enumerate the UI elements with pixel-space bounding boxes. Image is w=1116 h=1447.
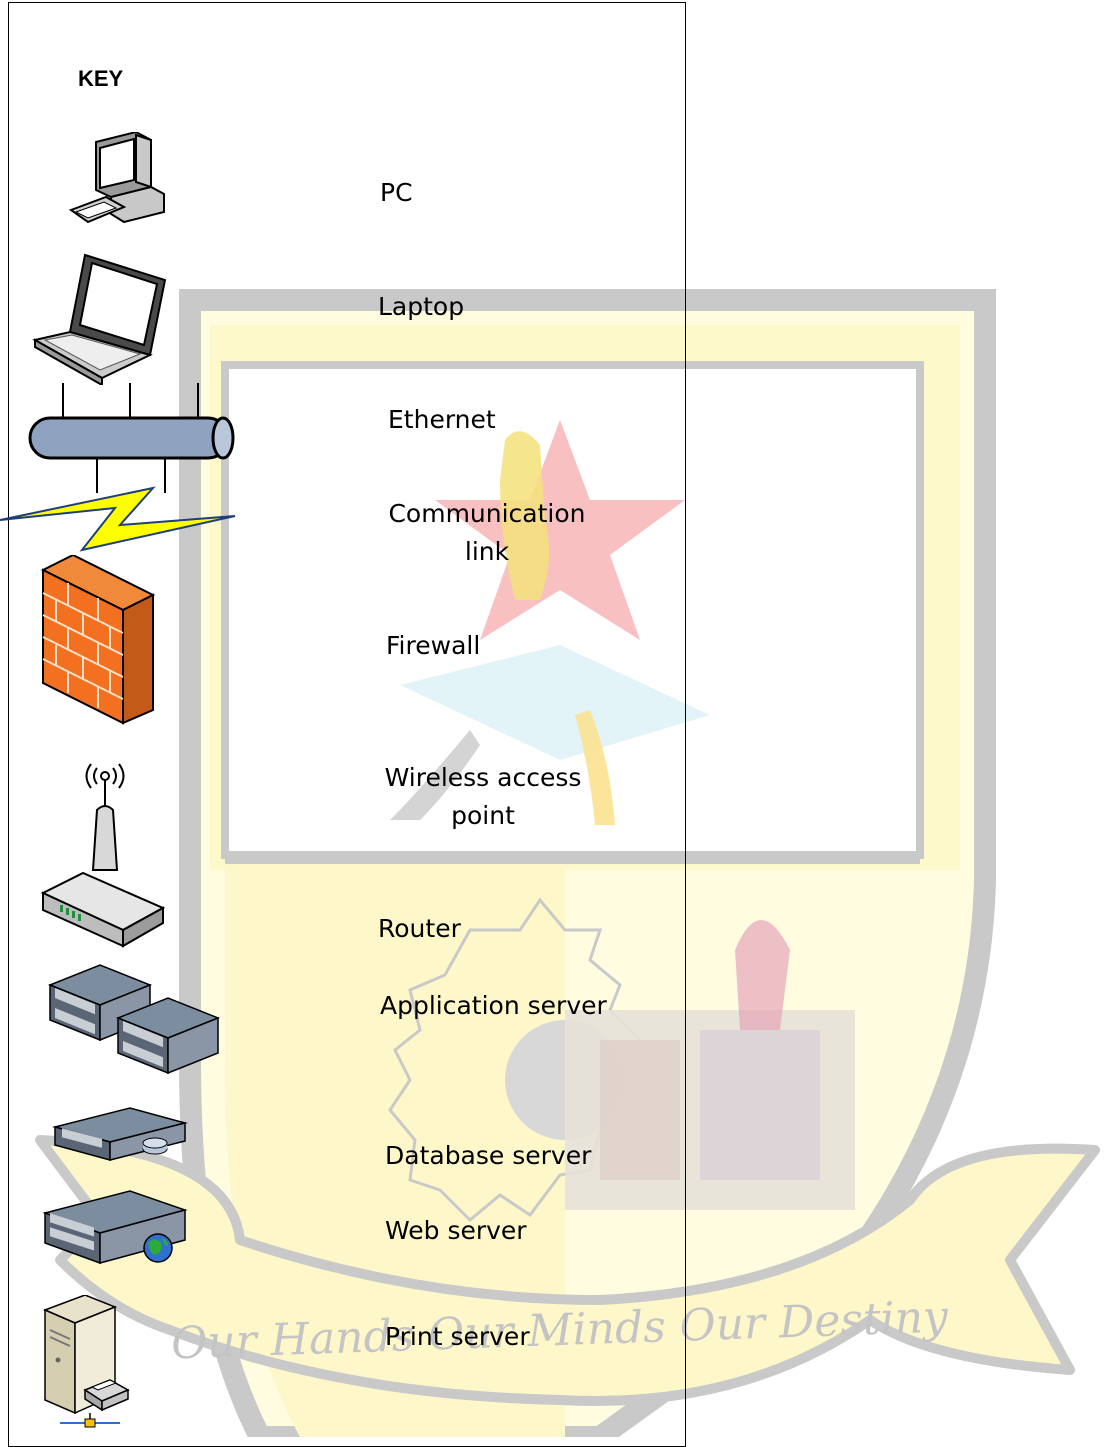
- wireless-access-point-line2: point: [451, 801, 515, 830]
- legend-label-firewall: Firewall: [386, 631, 481, 660]
- legend-label-web-server: Web server: [385, 1216, 527, 1245]
- legend-label-print-server: Print server: [385, 1322, 530, 1351]
- legend-label-ethernet: Ethernet: [388, 405, 496, 434]
- star-shape: [435, 420, 685, 640]
- key-title: KEY: [78, 66, 124, 91]
- bird-shape: [500, 431, 549, 600]
- graduation-cap-shape: [400, 645, 710, 760]
- legend-label-wireless-access-point: Wireless access point: [368, 759, 598, 835]
- legend-label-laptop: Laptop: [378, 292, 465, 321]
- legend-label-communication-link: Communication link: [372, 495, 602, 571]
- print-server-icon: [42, 1295, 130, 1428]
- pc-icon: [68, 132, 165, 224]
- communication-link-line2: link: [464, 537, 510, 566]
- legend-label-application-server: Application server: [380, 991, 607, 1020]
- wireless-access-point-line1: Wireless access: [384, 763, 582, 792]
- router-icon: [40, 871, 166, 948]
- web-server-icon: [42, 1190, 188, 1265]
- communication-link-line1: Communication: [388, 499, 586, 528]
- application-server-icon: [47, 964, 221, 1075]
- database-server-icon: [52, 1107, 188, 1161]
- firewall-icon: [40, 555, 156, 725]
- legend-label-pc: PC: [380, 178, 413, 207]
- legend-label-router: Router: [378, 914, 461, 943]
- ethernet-icon: [28, 383, 235, 493]
- motto-ribbon: [35, 1135, 1100, 1406]
- lightning-link-icon: [0, 486, 236, 552]
- gear-shape: [388, 897, 642, 1223]
- wireless-access-point-icon: [85, 763, 125, 871]
- legend-label-database-server: Database server: [385, 1141, 592, 1170]
- laptop-icon: [32, 253, 167, 385]
